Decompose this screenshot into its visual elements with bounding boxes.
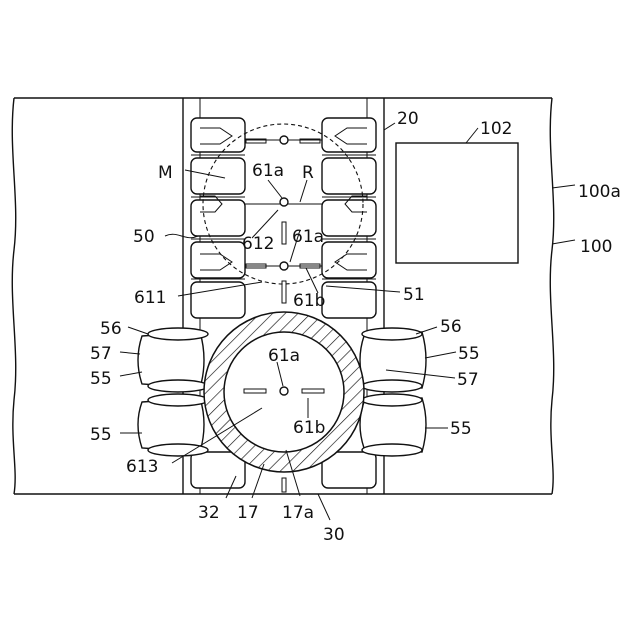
label-613: 613	[126, 457, 158, 477]
label-57-right: 57	[457, 370, 479, 390]
label-55-left-upper: 55	[90, 369, 112, 389]
label-56-left: 56	[100, 319, 122, 339]
label-m: M	[158, 163, 173, 183]
label-612: 612	[242, 234, 274, 254]
label-55-right-upper: 55	[458, 344, 480, 364]
label-r: R	[302, 163, 314, 183]
label-61a-low: 61a	[268, 346, 300, 366]
label-100: 100	[580, 237, 612, 257]
label-20: 20	[397, 109, 419, 129]
left-rollers	[138, 328, 208, 456]
label-611: 611	[134, 288, 166, 308]
label-56-right: 56	[440, 317, 462, 337]
label-30: 30	[323, 525, 345, 545]
label-50: 50	[133, 227, 155, 247]
label-61b-low: 61b	[293, 418, 325, 438]
right-rollers	[360, 328, 426, 456]
label-57-left: 57	[90, 344, 112, 364]
label-51: 51	[403, 285, 425, 305]
label-17: 17	[237, 503, 259, 523]
label-100a: 100a	[578, 182, 621, 202]
label-55-right-lower: 55	[450, 419, 472, 439]
label-55-left-lower: 55	[90, 425, 112, 445]
label-61a-mid: 61a	[292, 227, 324, 247]
label-17a: 17a	[282, 503, 314, 523]
label-61a-top: 61a	[252, 161, 284, 181]
label-32: 32	[198, 503, 220, 523]
label-61b-mid: 61b	[293, 291, 325, 311]
controller-box	[396, 143, 518, 263]
label-102: 102	[480, 119, 512, 139]
